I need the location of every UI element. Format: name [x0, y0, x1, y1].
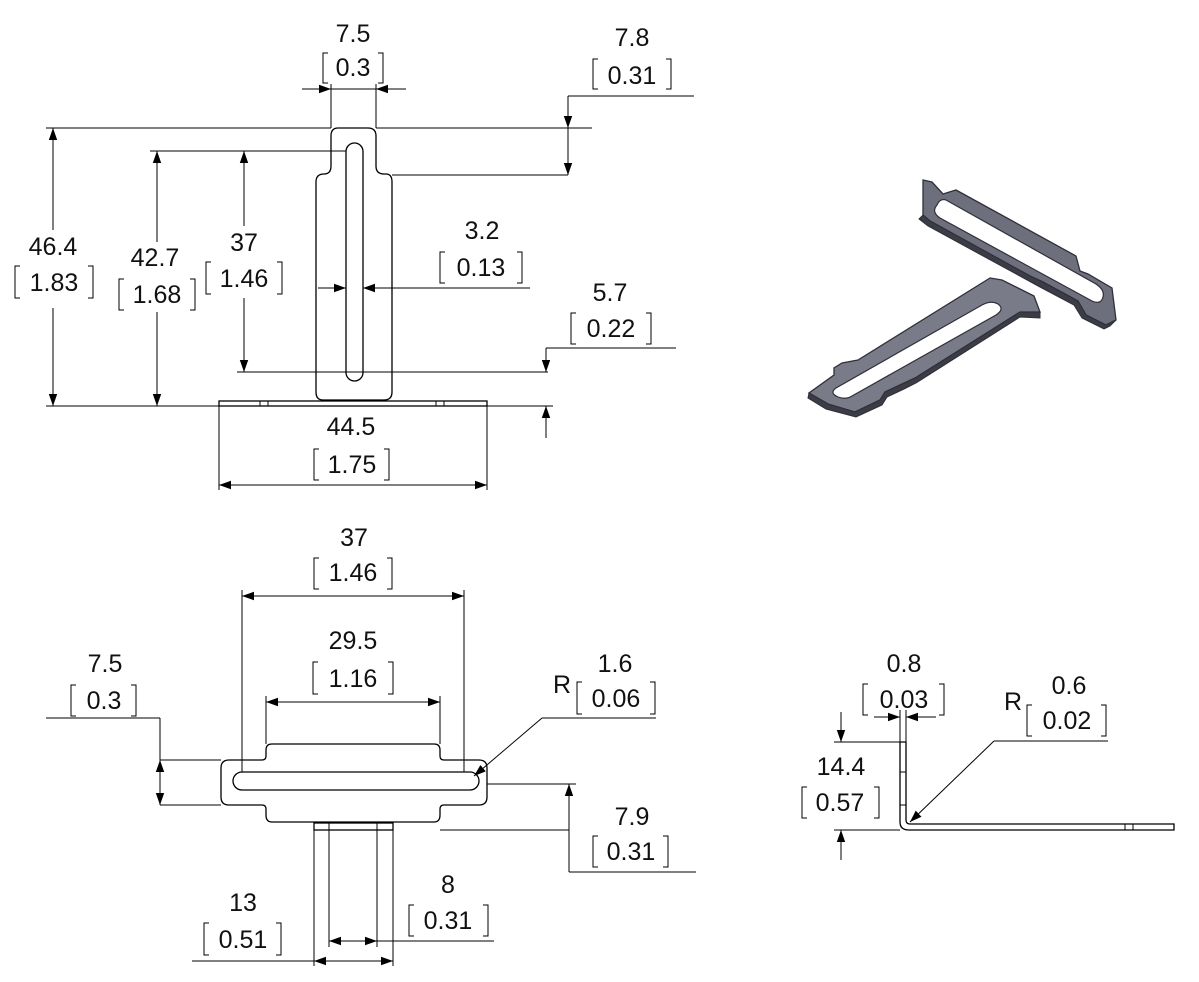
dim-in: 0.31	[608, 62, 657, 90]
side-view: 0.8 0.03 R 0.6 0.02 14.4 0.57	[801, 650, 1175, 860]
dim-in: 0.22	[587, 315, 636, 343]
dim-slot-radius: R 1.6 0.06	[473, 650, 656, 777]
dim-mm: 7.8	[615, 24, 650, 52]
dim-mm: 44.5	[327, 413, 376, 441]
dim-mm: 0.8	[887, 650, 922, 678]
dim-mm: 7.9	[615, 803, 650, 831]
dim-slot-bottom-offset: 5.7 0.22	[487, 279, 676, 438]
dim-mm: 3.2	[465, 217, 500, 245]
dim-mm: 42.7	[131, 244, 180, 272]
dim-in: 0.51	[219, 926, 268, 954]
dim-mm: 1.6	[598, 650, 633, 678]
dim-thickness: 0.8 0.03	[862, 650, 945, 742]
dim-in: 1.46	[220, 265, 269, 293]
front-view-outline	[218, 127, 488, 407]
dim-mm: 37	[340, 524, 368, 552]
dim-in: 1.68	[133, 281, 182, 309]
dim-mm: 0.6	[1052, 672, 1087, 700]
dim-flange-offset: 7.9 0.31	[440, 783, 696, 873]
dim-narrow-length: 29.5 1.16	[265, 627, 441, 744]
top-view: 37 1.46 29.5 1.16 7.5 0.3	[46, 524, 696, 966]
dim-in: 1.83	[30, 269, 79, 297]
dim-in: 0.57	[816, 789, 865, 817]
dim-flange-height: 14.4 0.57	[801, 712, 900, 860]
dim-in: 1.16	[329, 665, 378, 693]
dim-in: 0.06	[592, 685, 641, 713]
dim-bend-radius: R 0.6 0.02	[909, 672, 1108, 823]
dim-in: 0.13	[457, 254, 506, 282]
dim-slot-length: 37 1.46	[205, 151, 548, 373]
top-view-outline	[220, 743, 488, 831]
dim-mm: 29.5	[329, 627, 378, 655]
dim-mm: 46.4	[29, 233, 78, 261]
dim-in: 0.31	[424, 907, 473, 935]
dim-in: 0.03	[880, 686, 929, 714]
iso-flange-edge	[918, 214, 1117, 330]
dim-end-height: 7.5 0.3	[46, 650, 221, 806]
dim-mm: 14.4	[817, 753, 866, 781]
dim-in: 0.31	[607, 838, 656, 866]
dim-slot-end-width: 7.5 0.3	[302, 20, 406, 128]
dim-prefix: R	[1004, 688, 1022, 716]
dim-outer-length: 37 1.46	[241, 524, 465, 772]
dim-mm: 13	[229, 889, 257, 917]
dim-in: 0.3	[87, 687, 122, 715]
dim-slot-top-height: 42.7 1.68	[118, 150, 346, 406]
dim-prefix: R	[553, 671, 571, 699]
dim-base-length: 44.5 1.75	[218, 406, 488, 490]
dim-in: 1.75	[328, 451, 377, 479]
dim-tab-offset: 7.8 0.31	[376, 24, 694, 176]
dim-in: 0.3	[336, 54, 371, 82]
dim-in: 1.46	[329, 559, 378, 587]
dim-mm: 7.5	[336, 20, 371, 48]
dim-foot-outer: 13 0.51	[192, 830, 394, 966]
dim-foot-inner: 8 0.31	[328, 830, 494, 947]
dim-overall-height: 46.4 1.83	[14, 127, 331, 407]
isometric-view	[807, 179, 1117, 418]
iso-base-edge	[807, 311, 1041, 418]
side-view-outline	[899, 741, 1175, 831]
front-view: 7.5 0.3 7.8 0.31 46.4 1.83	[14, 20, 694, 490]
dim-mm: 37	[230, 229, 258, 257]
dim-mm: 7.5	[88, 650, 123, 678]
iso-base-slot	[832, 301, 1002, 399]
dim-mm: 8	[441, 871, 455, 899]
dim-in: 0.02	[1043, 707, 1092, 735]
dim-mm: 5.7	[593, 279, 628, 307]
dim-slot-width: 3.2 0.13	[318, 217, 530, 293]
iso-flange-slot	[934, 198, 1104, 303]
